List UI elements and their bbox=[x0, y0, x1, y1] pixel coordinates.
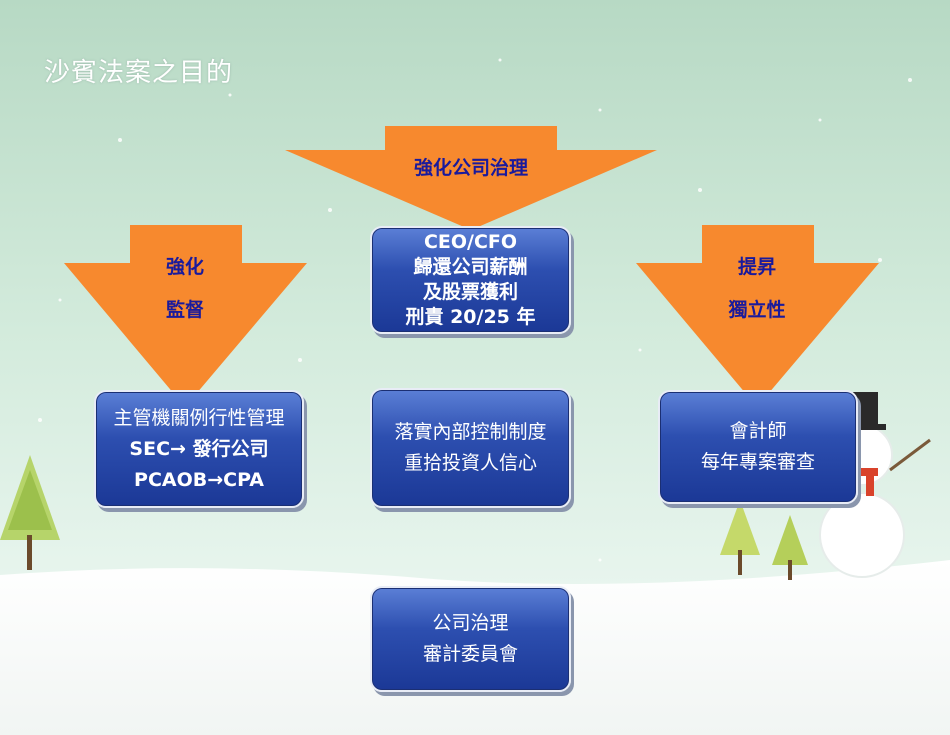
right-down-arrow bbox=[636, 225, 879, 407]
auditor-box: 會計師 每年專案審查 bbox=[658, 390, 858, 504]
ceo-cfo-box: CEO/CFO 歸還公司薪酬 及股票獲利 刑責 20/25 年 bbox=[370, 226, 571, 334]
ceo-line-4: 刑責 20/25 年 bbox=[405, 306, 536, 328]
right-arrow-label-1: 提昇 bbox=[737, 256, 776, 278]
internal-line-2: 重拾投資人信心 bbox=[403, 452, 537, 474]
audit-committee-box: 公司治理 審計委員會 bbox=[370, 586, 571, 692]
auditor-line-2: 每年專案審查 bbox=[700, 451, 815, 473]
auditor-line-1: 會計師 bbox=[729, 420, 787, 442]
supervision-box: 主管機關例行性管理 SEC→ 發行公司 PCAOB→CPA bbox=[94, 390, 304, 508]
committee-line-2: 審計委員會 bbox=[422, 643, 518, 665]
left-down-arrow bbox=[64, 225, 307, 407]
tree-right-icon bbox=[720, 500, 808, 580]
top-down-arrow bbox=[285, 126, 657, 230]
supervision-line-2: SEC→ 發行公司 bbox=[129, 437, 269, 460]
right-arrow-label-2: 獨立性 bbox=[728, 299, 786, 321]
supervision-line-1: 主管機關例行性管理 bbox=[113, 406, 285, 429]
internal-control-box: 落實內部控制制度 重拾投資人信心 bbox=[370, 388, 571, 508]
top-arrow-label: 強化公司治理 bbox=[413, 157, 528, 179]
ceo-line-1: CEO/CFO bbox=[423, 231, 518, 253]
internal-line-1: 落實內部控制制度 bbox=[394, 421, 547, 443]
committee-line-1: 公司治理 bbox=[432, 612, 509, 634]
slide-title: 沙賓法案之目的 bbox=[44, 58, 234, 88]
tree-left-icon bbox=[0, 455, 60, 570]
supervision-line-3: PCAOB→CPA bbox=[134, 468, 264, 491]
ceo-line-2: 歸還公司薪酬 bbox=[413, 256, 528, 278]
ceo-line-3: 及股票獲利 bbox=[422, 281, 518, 303]
left-arrow-label-1: 強化 bbox=[165, 256, 204, 278]
left-arrow-label-2: 監督 bbox=[165, 299, 204, 321]
